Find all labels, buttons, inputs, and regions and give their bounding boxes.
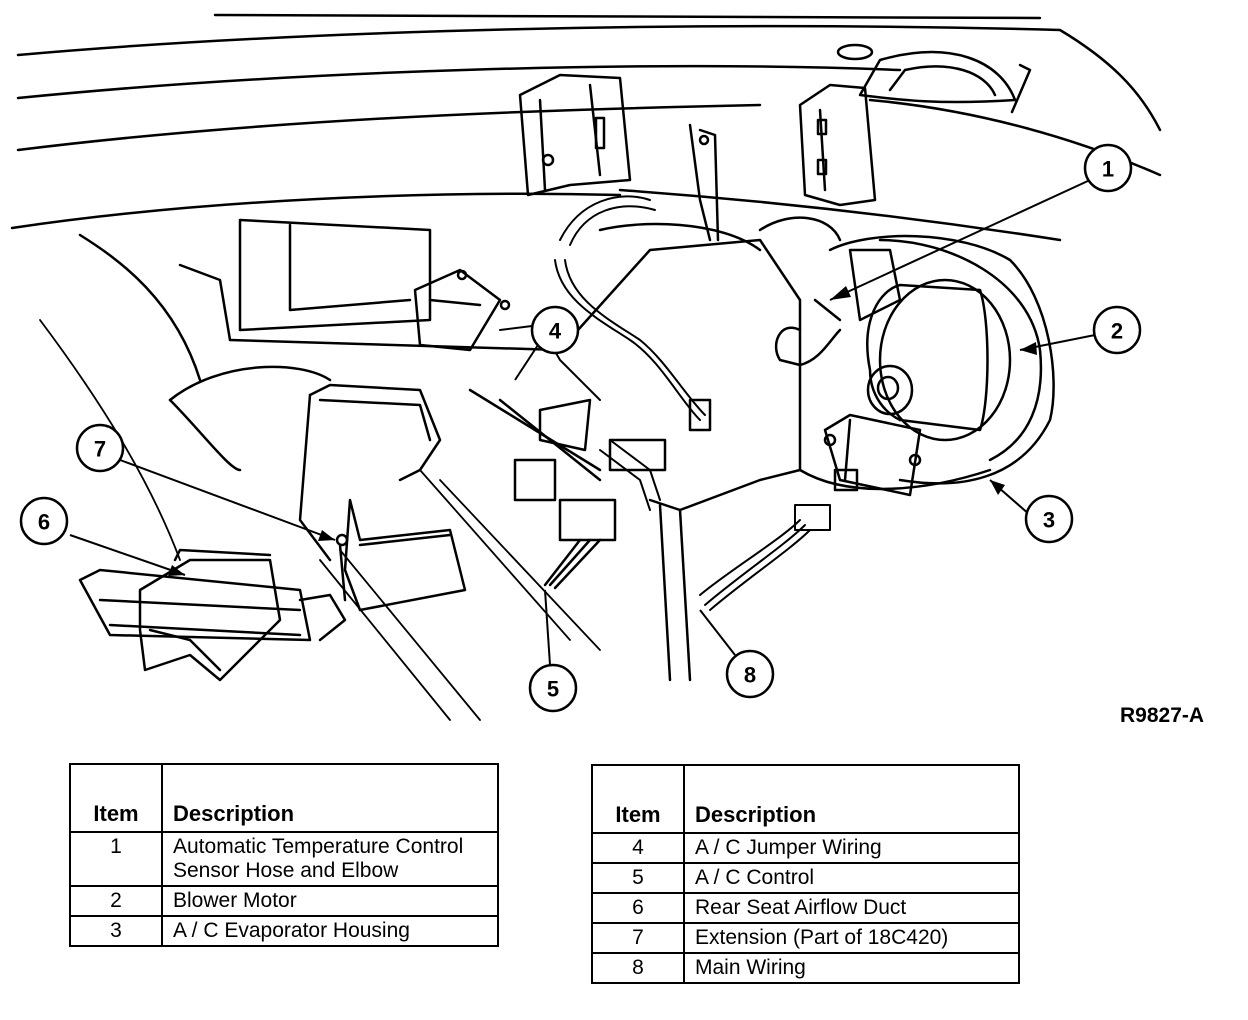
- legend-table-left: Item Description 1 Automatic Temperature…: [69, 763, 499, 947]
- item-number: 2: [69, 885, 163, 917]
- rear-seat-airflow-duct: [78, 383, 467, 682]
- item-column-header: Item: [591, 764, 685, 834]
- item-number: 6: [591, 892, 685, 924]
- callout-circle-8: [725, 649, 775, 699]
- mounting-bracket-center: [688, 123, 720, 242]
- table-row: 4 A / C Jumper Wiring: [591, 832, 1020, 864]
- figure-reference-code: R9827-A: [1120, 704, 1205, 727]
- callout-circle-6: [19, 496, 69, 546]
- callout-label-7: 7: [94, 437, 106, 462]
- sensor-hose-elbow: [758, 216, 902, 367]
- floor-structure-lines: [39, 319, 601, 721]
- exploded-view-diagram: 1 2 3 4 5 6 7 8: [10, 13, 1162, 721]
- item-number: 3: [69, 915, 163, 947]
- main-wiring: [699, 504, 831, 611]
- leader-line-4: [514, 344, 539, 381]
- evaporator-housing: [798, 234, 1055, 491]
- table-row: 6 Rear Seat Airflow Duct: [591, 892, 1020, 924]
- callout-label-5: 5: [547, 677, 559, 702]
- callout-circle-4: [530, 305, 580, 355]
- mounting-bracket-right: [798, 83, 877, 207]
- item-description: Extension (Part of 18C420): [683, 922, 1020, 954]
- table-row: 7 Extension (Part of 18C420): [591, 922, 1020, 954]
- item-number: 7: [591, 922, 685, 954]
- leader-line-1: [829, 179, 1091, 301]
- callout-label-3: 3: [1043, 508, 1055, 533]
- table-row: 3 A / C Evaporator Housing: [69, 915, 499, 947]
- legend-header-row: Item Description: [69, 763, 499, 833]
- item-number: 4: [591, 832, 685, 864]
- table-row: 8 Main Wiring: [591, 952, 1020, 984]
- item-description: Blower Motor: [161, 885, 499, 917]
- item-number: 8: [591, 952, 685, 984]
- callout-circle-5: [528, 663, 578, 713]
- arrowhead-6: [168, 565, 185, 576]
- item-description: A / C Evaporator Housing: [161, 915, 499, 947]
- blower-motor: [866, 278, 1012, 442]
- callout-label-8: 8: [744, 663, 756, 688]
- item-description: Automatic Temperature Control Sensor Hos…: [161, 831, 499, 887]
- leader-line-8: [699, 609, 736, 656]
- callout-label-1: 1: [1102, 157, 1114, 182]
- item-number: 1: [69, 831, 163, 887]
- table-row: 1 Automatic Temperature Control Sensor H…: [69, 831, 499, 887]
- item-description: A / C Control: [683, 862, 1020, 894]
- description-column-header: Description: [683, 764, 1020, 834]
- blower-resistor: [823, 413, 922, 497]
- table-row: 5 A / C Control: [591, 862, 1020, 894]
- description-column-header: Description: [161, 763, 499, 833]
- legend-table-right: Item Description 4 A / C Jumper Wiring 5…: [591, 764, 1020, 984]
- table-row: 2 Blower Motor: [69, 885, 499, 917]
- item-description: A / C Jumper Wiring: [683, 832, 1020, 864]
- item-column-header: Item: [69, 763, 163, 833]
- callout-circle-3: [1024, 494, 1074, 544]
- callout-label-6: 6: [38, 510, 50, 535]
- arrowhead-7: [318, 530, 335, 541]
- item-description: Rear Seat Airflow Duct: [683, 892, 1020, 924]
- leader-line-7: [119, 459, 336, 541]
- callout-circle-7: [75, 423, 125, 473]
- a-c-control-connector: [513, 398, 712, 590]
- callout-label-4: 4: [549, 319, 562, 344]
- arrowhead-2: [1020, 342, 1037, 355]
- instrument-panel-outline: [10, 13, 1162, 242]
- callout-label-2: 2: [1111, 319, 1123, 344]
- leader-line-5: [544, 589, 551, 666]
- callout-circle-1: [1083, 143, 1133, 193]
- heater-plenum-body: [78, 218, 802, 682]
- arrowhead-1: [830, 286, 851, 300]
- jumper-wiring: [499, 195, 706, 511]
- arrowhead-3: [990, 480, 1005, 495]
- item-number: 5: [591, 862, 685, 894]
- mounting-bracket-left: [518, 73, 632, 197]
- leader-line-6: [69, 534, 186, 576]
- callout-circle-2: [1092, 305, 1142, 355]
- item-description: Main Wiring: [683, 952, 1020, 984]
- legend-header-row: Item Description: [591, 764, 1020, 834]
